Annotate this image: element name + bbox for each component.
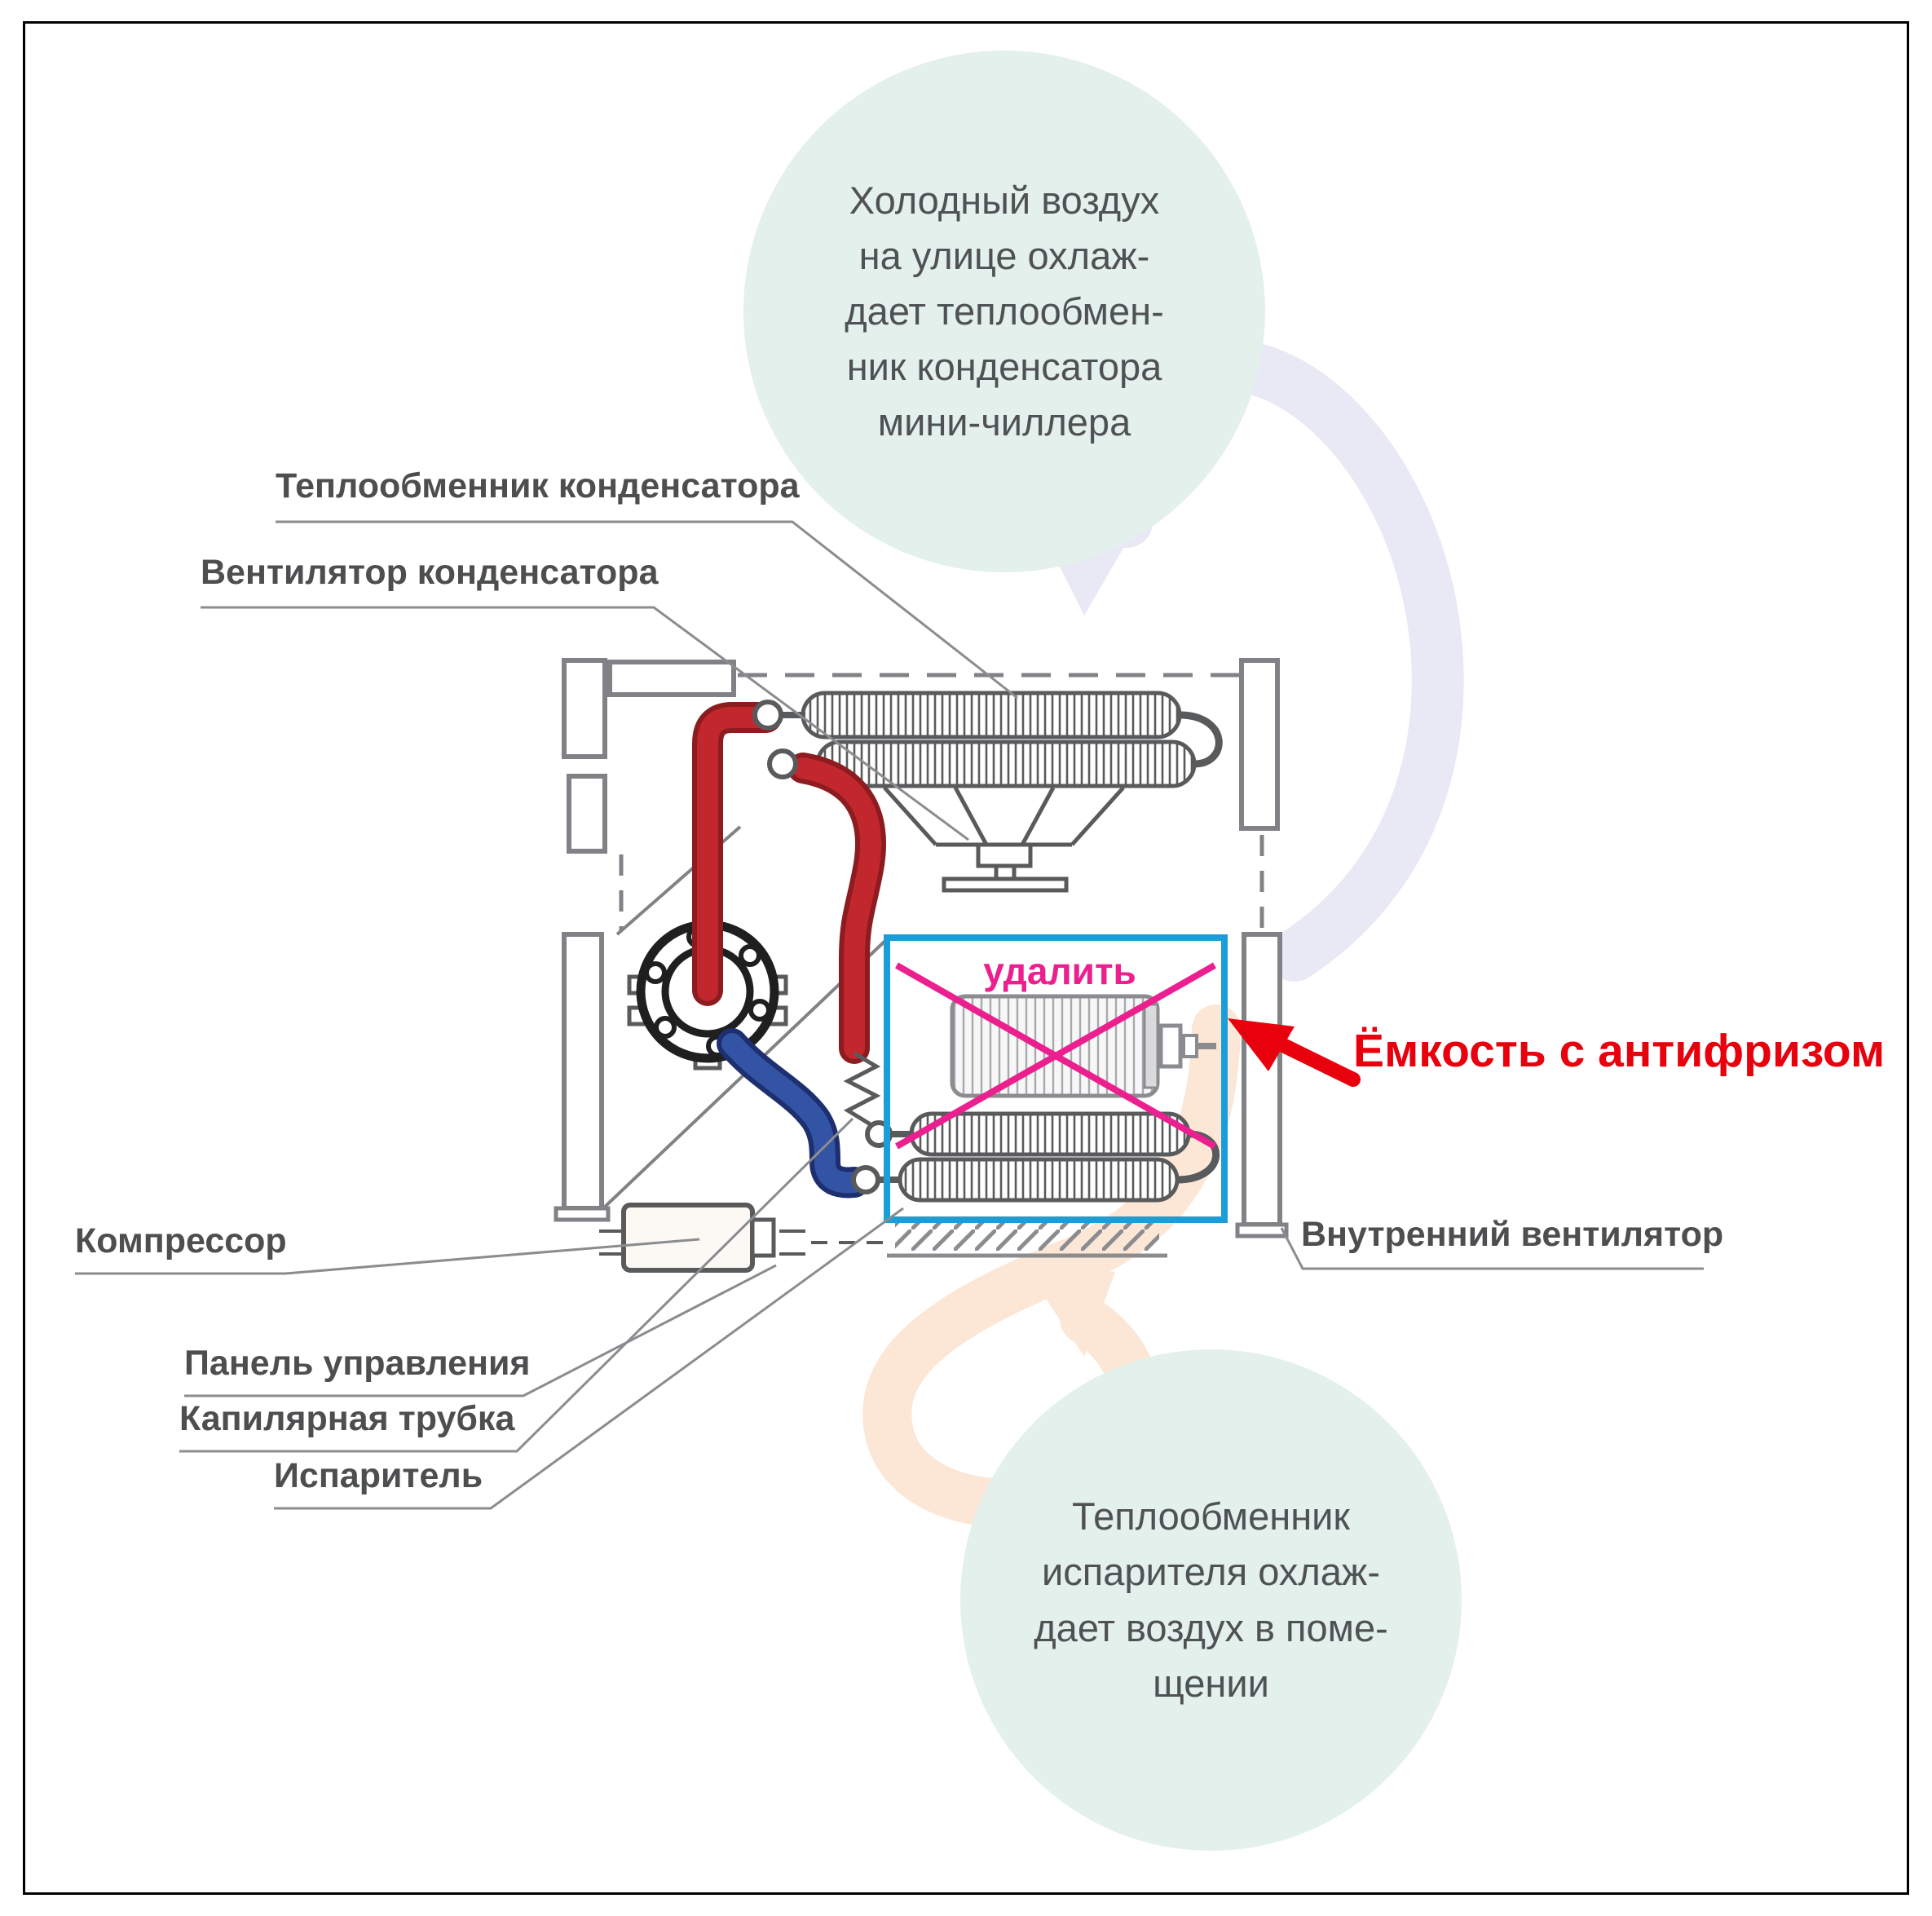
label-condenser-fan: Вентилятор конденсатора: [201, 553, 659, 592]
condenser-coil: [781, 691, 1223, 788]
label-delete-note: удалить: [983, 950, 1136, 992]
antifreeze-tank-graphic: [950, 994, 1216, 1098]
label-internal-fan: Внутренний вентилятор: [1301, 1215, 1724, 1254]
condenser-fan-graphic: [883, 786, 1125, 893]
cold-pipe: [717, 1028, 870, 1199]
hot-pipe: [692, 702, 886, 1064]
top-callout-text: Холодный воздух на улице охлаж- дает теп…: [845, 178, 1164, 444]
label-compressor: Компрессор: [75, 1221, 287, 1260]
label-evaporator: Испаритель: [274, 1456, 483, 1495]
label-condenser-heat-exchanger: Теплообменник конденсатора: [276, 466, 800, 505]
label-antifreeze-tank: Ёмкость с антифризом: [1353, 1025, 1886, 1077]
floor-hatch: [887, 1220, 1167, 1258]
bottom-callout-text: Теплообменник испарителя охлаж- дает воз…: [1034, 1494, 1388, 1705]
compressor-body: [599, 1203, 884, 1273]
bottom-callout-bubble: Теплообменник испарителя охлаж- дает воз…: [960, 1349, 1462, 1851]
delete-cross: [895, 962, 1216, 1150]
leader-lines: [75, 520, 1704, 1510]
capillary-tube-graphic: [843, 1051, 881, 1136]
highlight-box: [884, 934, 1228, 1223]
pipe-joints: [752, 700, 893, 1194]
label-control-panel: Панель управления: [184, 1344, 531, 1383]
top-callout-bubble: Холодный воздух на улице охлаж- дает теп…: [743, 51, 1265, 572]
evaporator-coil: [877, 1111, 1220, 1203]
unit-frame: [554, 658, 1289, 1238]
alert-arrow: [1228, 1018, 1361, 1087]
label-capillary-tube: Капилярная трубка: [179, 1399, 515, 1438]
